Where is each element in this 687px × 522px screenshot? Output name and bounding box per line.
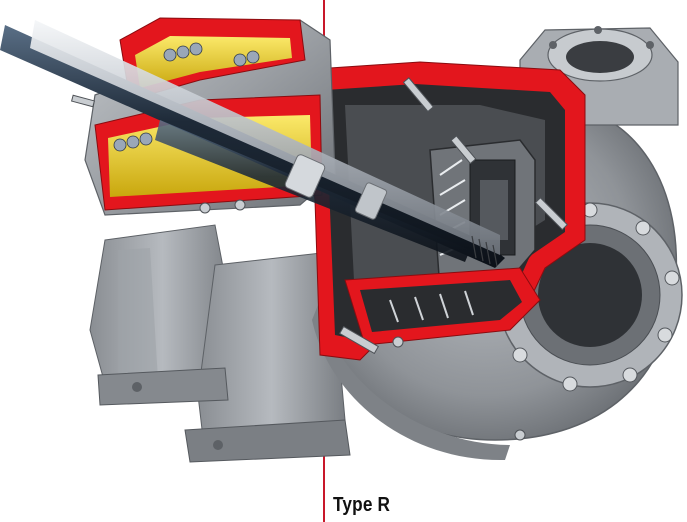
casing-bolts — [70, 77, 568, 441]
figure-caption: Type R — [333, 494, 391, 516]
pump-shaft — [0, 20, 505, 268]
bearing-pedestal — [89, 224, 351, 463]
